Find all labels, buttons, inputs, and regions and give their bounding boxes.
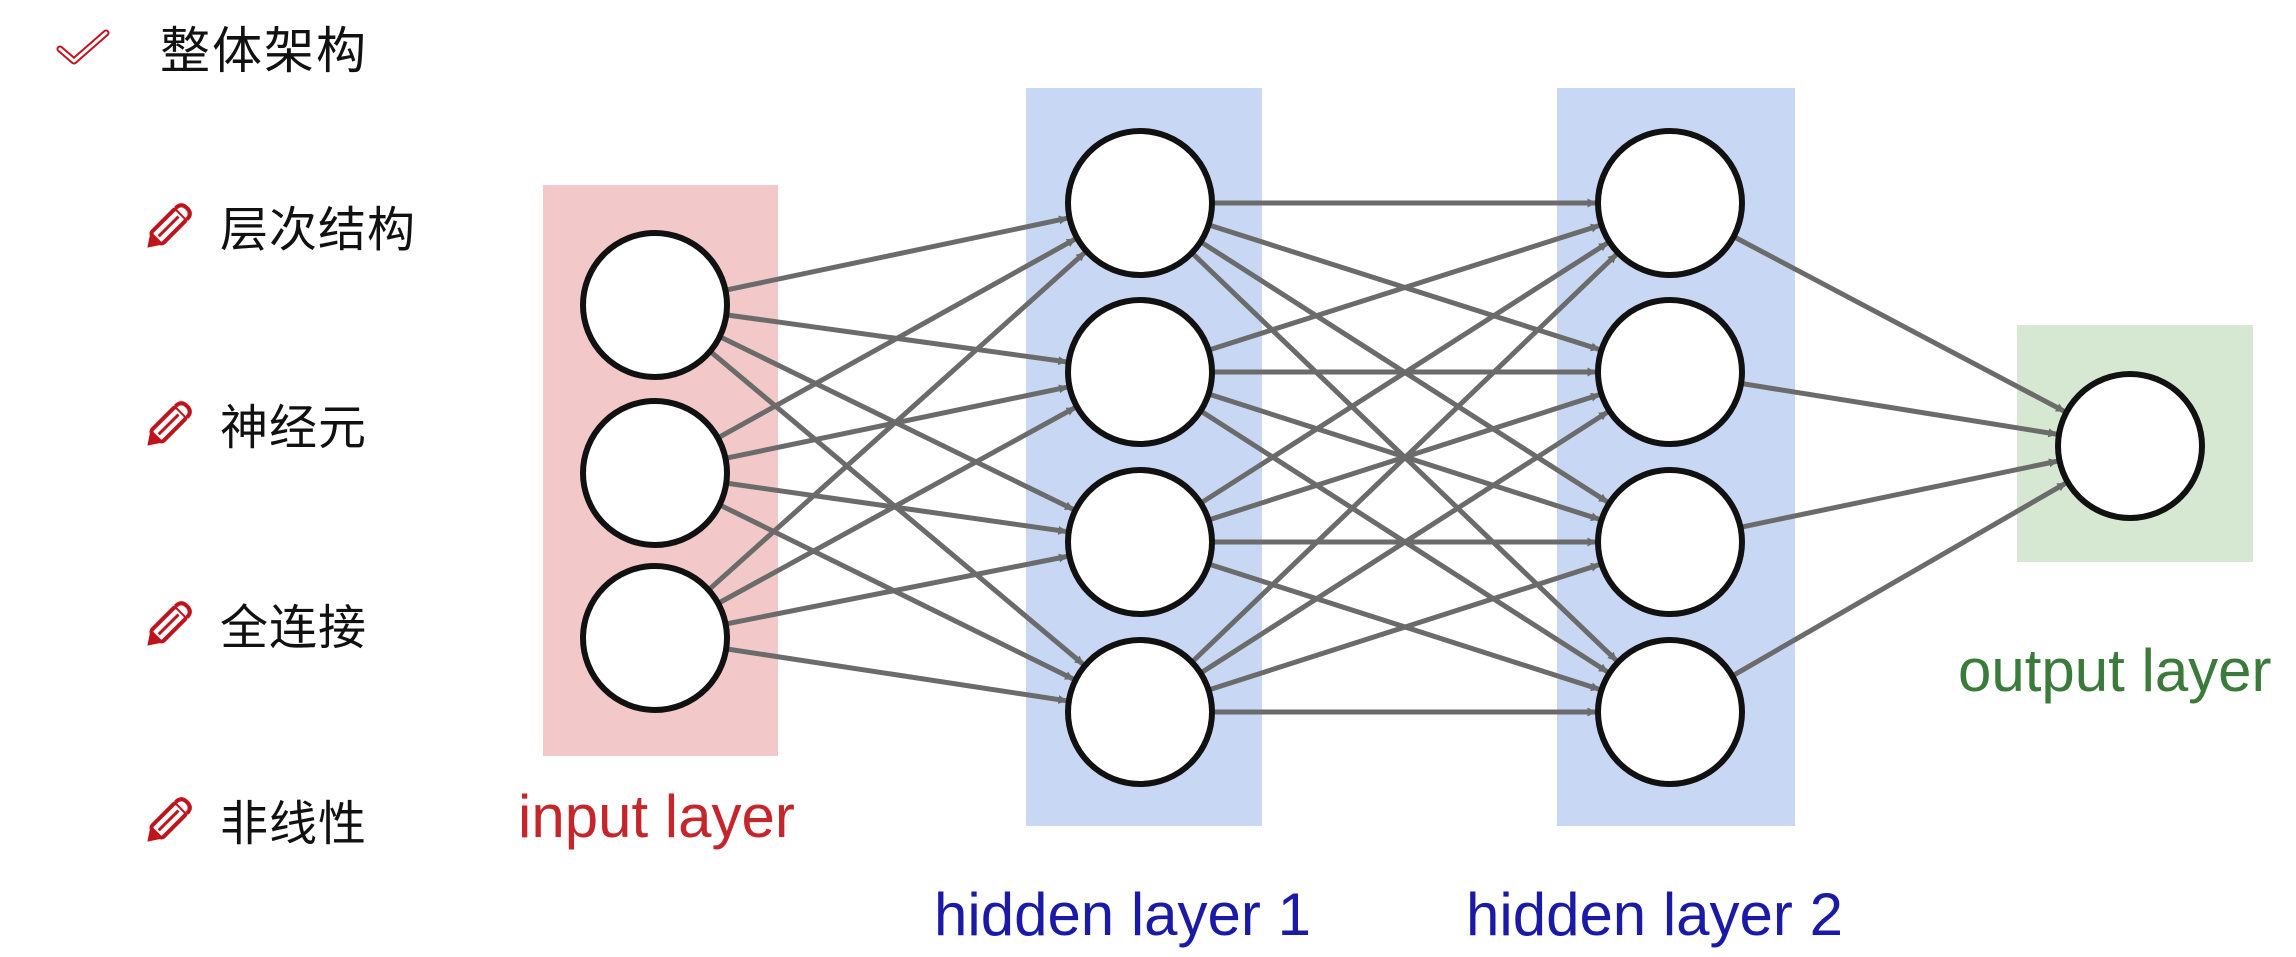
bullet-label: 神经元 [220, 400, 368, 456]
bullet-item: 层次结构 [140, 190, 416, 260]
bullet-item: 全连接 [140, 588, 367, 658]
output-layer-neuron [2055, 371, 2205, 521]
hidden-layer-1-neuron [1065, 128, 1215, 278]
connection-edge [724, 215, 1069, 293]
hidden-layer-2-label: hidden layer 2 [1466, 881, 1843, 948]
connection-edge [725, 646, 1068, 705]
connection-edge [1740, 380, 2058, 438]
connection-edge [1207, 223, 1601, 353]
connection-edge [716, 236, 1077, 441]
connection-edge [716, 405, 1077, 606]
pencil-icon [147, 797, 192, 842]
connection-edge [1739, 458, 2059, 530]
bullet-label: 层次结构 [220, 202, 417, 258]
heading-title: 整体架构 [160, 22, 368, 80]
hidden-layer-1-label: hidden layer 1 [934, 881, 1311, 948]
hidden-layer-1-neuron [1065, 297, 1215, 447]
connection-edge [706, 250, 1087, 592]
connection-edge [1199, 240, 1610, 506]
connection-edge [1731, 480, 2068, 679]
hidden-layer-2-neuron [1595, 467, 1745, 617]
pencil-icon [147, 601, 192, 646]
hidden-layer-2-neuron [1595, 297, 1745, 447]
hidden-layer-2-neuron [1595, 128, 1745, 278]
input-layer-neuron [580, 230, 730, 380]
connection-edge [1190, 252, 1619, 664]
input-layer-neuron [580, 563, 730, 713]
hidden-layer-1-neuron [1065, 467, 1215, 617]
bullet-label: 非线性 [220, 796, 368, 852]
check-icon [56, 29, 110, 65]
input-layer-label: input layer [518, 783, 795, 850]
connection-edge [725, 553, 1068, 627]
connection-edge [1207, 562, 1601, 693]
pencil-icon [147, 401, 192, 446]
connection-edge [1199, 409, 1610, 676]
hidden-layer-1-neuron [1065, 637, 1215, 787]
bullet-item: 非线性 [140, 784, 367, 854]
hidden-layer-2-neuron [1595, 637, 1745, 787]
input-layer-neuron [580, 398, 730, 548]
section-heading: 整体架构 [56, 12, 368, 82]
pencil-icon [147, 203, 192, 248]
output-layer-label: output layer [1958, 637, 2272, 704]
connection-edge [1732, 234, 2066, 414]
bullet-item: 神经元 [140, 388, 367, 458]
bullet-label: 全连接 [220, 600, 368, 656]
